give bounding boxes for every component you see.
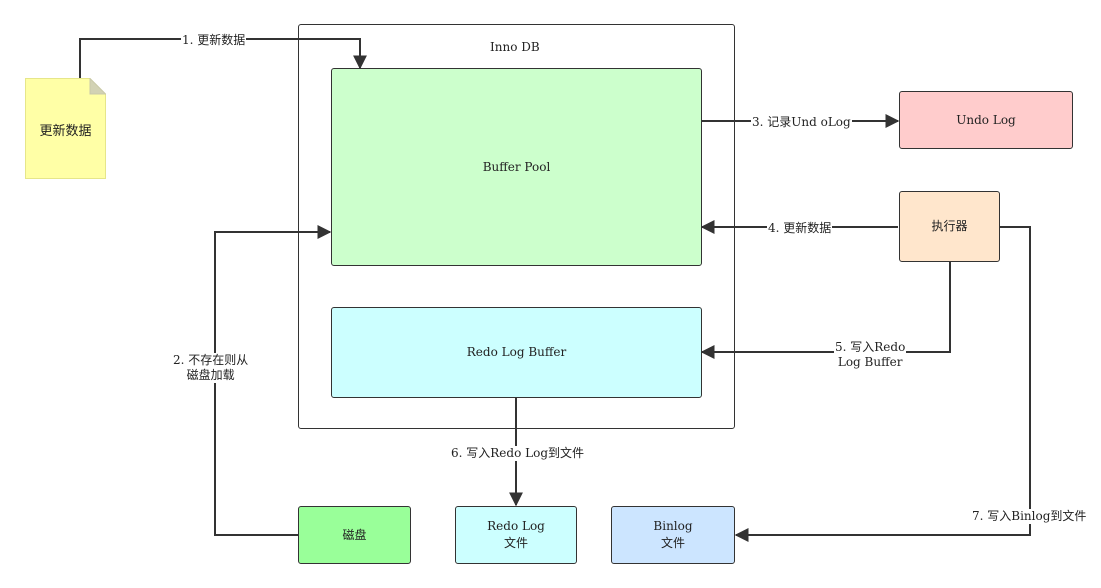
buffer-pool-box: Buffer Pool	[331, 68, 702, 266]
executor-box: 执行器	[899, 191, 1000, 262]
edge-3-label: 3. 记录Und oLog	[751, 115, 852, 130]
disk-box: 磁盘	[298, 506, 411, 564]
redo-log-file-box: Redo Log 文件	[455, 506, 577, 564]
edge-6-label: 6. 写入Redo Log到文件	[450, 446, 585, 461]
binlog-file-label: Binlog 文件	[653, 519, 693, 550]
redo-log-file-label: Redo Log 文件	[487, 519, 545, 550]
edge-2-label: 2. 不存在则从 磁盘加载	[172, 353, 250, 383]
innodb-label: Inno DB	[490, 40, 540, 54]
edge-5-executor-to-redo-log-buffer	[700, 262, 951, 359]
redo-log-buffer-box: Redo Log Buffer	[331, 307, 702, 398]
undo-log-label: Undo Log	[956, 112, 1016, 127]
update-data-document-label: 更新数据	[39, 124, 92, 139]
redo-log-buffer-label: Redo Log Buffer	[466, 345, 567, 359]
edge-2-disk-to-buffer-pool	[214, 225, 332, 536]
update-data-document	[25, 78, 106, 179]
edge-4-label: 4. 更新数据	[767, 221, 833, 236]
executor-label: 执行器	[931, 219, 968, 233]
buffer-pool-label: Buffer Pool	[482, 159, 551, 174]
innodb-container	[298, 24, 735, 429]
disk-label: 磁盘	[342, 527, 367, 542]
edge-7-label: 7. 写入Binlog到文件	[971, 509, 1088, 524]
undo-log-box: Undo Log	[899, 91, 1073, 149]
edge-1-label: 1. 更新数据	[181, 33, 247, 48]
edge-5-label: 5. 写入Redo Log Buffer	[834, 340, 907, 370]
edge-7-executor-to-binlog	[734, 226, 1031, 542]
binlog-file-box: Binlog 文件	[611, 506, 735, 564]
